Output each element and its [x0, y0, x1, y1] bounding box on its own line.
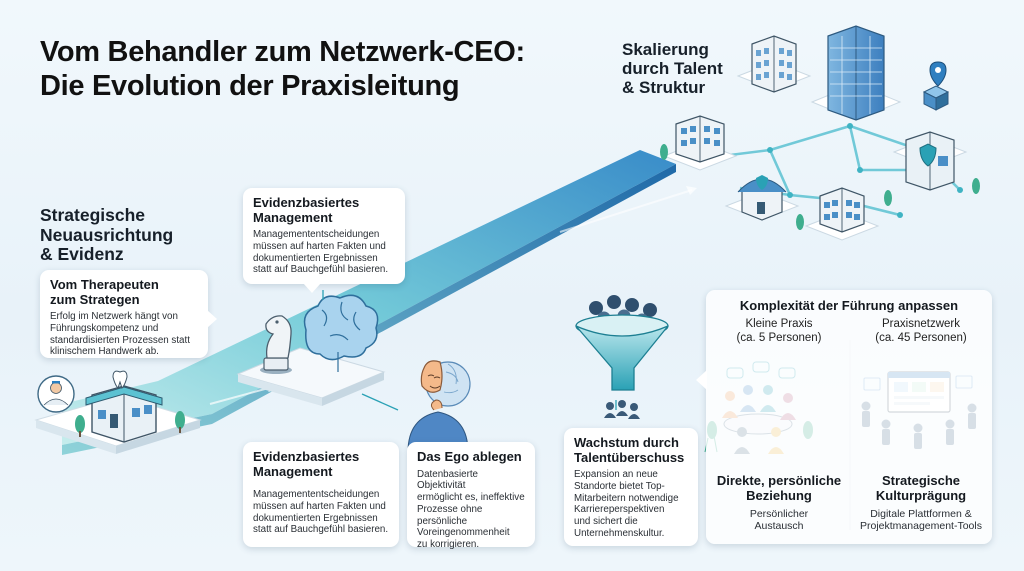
chess-knight-icon — [260, 315, 292, 374]
card-title-line: zum Strategen — [50, 291, 140, 307]
office-tower-icon — [827, 25, 885, 121]
small-practice-column: Kleine Praxis (ca. 5 Personen) — [712, 318, 846, 346]
card-body-line: zu korrigieren. — [417, 539, 480, 551]
evidence-card-bottom: Evidenzbasiertes Management Managementen… — [243, 442, 399, 547]
card-body-line: Prozesse ohne — [417, 503, 483, 515]
column-desc-line: Austausch — [754, 520, 804, 533]
tree-icon — [75, 411, 185, 437]
scaling-heading: Skalierung durch Talent & Struktur — [622, 40, 723, 97]
tree-icon — [660, 144, 980, 230]
column-desc-line: Digitale Plattformen & — [870, 507, 972, 520]
card-title: Evidenzbasiertes Management — [253, 449, 389, 479]
network-footer: Strategische Kulturprägung Digitale Plat… — [848, 473, 994, 533]
card-title-line: Evidenzbasiertes — [253, 195, 360, 210]
office-building-icon — [751, 35, 797, 93]
scaling-heading-line: & Struktur — [622, 78, 706, 98]
network-count: (ca. 45 Personen) — [875, 331, 967, 344]
column-desc-line: Persönlicher — [749, 507, 809, 520]
complexity-card — [696, 290, 992, 544]
card-title-line: Wachstum durch — [574, 435, 679, 450]
connector-lines — [322, 290, 617, 411]
ego-card: Das Ego ablegen Datenbasierte Objektivit… — [407, 442, 535, 550]
column-heading-line: Kulturprägung — [875, 487, 967, 503]
card-body: Expansion an neue Standorte bietet Top- … — [574, 469, 688, 540]
clinic-building-icon — [85, 370, 163, 443]
card-body-line: Unternehmenskultur. — [574, 527, 665, 539]
strategic-heading-line: Neuausrichtung — [40, 224, 174, 245]
card-body: Datenbasierte Objektivität ermöglicht es… — [417, 469, 525, 551]
card-body-line: müssen auf harten Fakten und — [253, 240, 386, 252]
column-heading-line: Strategische — [881, 473, 961, 488]
thinking-person-mask-icon — [407, 360, 471, 453]
column-heading-line: Beziehung — [746, 487, 812, 503]
column-desc-line: Projektmanagement-Tools — [860, 520, 982, 533]
card-title-line: Talentüberschuss — [574, 449, 685, 465]
card-body: Managemententscheidungen müssen auf hart… — [253, 229, 395, 276]
card-body-line: Mitarbeitern notwendige — [574, 492, 679, 504]
card-title: Evidenzbasiertes Management — [253, 195, 395, 225]
card-title-line: Management — [253, 463, 333, 479]
strategic-heading-line: & Evidenz — [40, 244, 124, 265]
card-body-line: Standorte bietet Top- — [574, 480, 665, 492]
card-body-line: Voreingenommenheit — [417, 527, 510, 539]
card-title: Das Ego ablegen — [417, 449, 522, 464]
card-body-line: Managemententscheidungen — [253, 489, 380, 501]
small-practice-footer: Direkte, persönliche Beziehung Persönlic… — [712, 473, 846, 533]
card-title: Vom Therapeuten zum Strategen — [50, 277, 198, 307]
card-body-line: klinischem Handwerk ab. — [50, 346, 159, 358]
page-title-line: Vom Behandler zum Netzwerk-CEO: — [40, 36, 525, 68]
card-body: Erfolg im Netzwerk hängt von Führungskom… — [50, 311, 198, 358]
small-practice-label: Kleine Praxis — [745, 318, 813, 330]
growth-card: Wachstum durch Talentüberschuss Expansio… — [564, 428, 698, 546]
card-body-line: statt auf Bauchgefühl basieren. — [253, 524, 389, 536]
dentist-avatar-icon — [37, 375, 75, 413]
card-body-line: Führungskompetenz und — [50, 322, 159, 334]
card-body-line: dokumentierten Ergebnissen — [253, 252, 378, 264]
card-title-line: Vom Therapeuten — [50, 277, 159, 292]
card-body-line: standardisierten Prozessen statt — [50, 334, 190, 346]
column-heading-line: Direkte, persönliche — [716, 473, 842, 488]
shield-icon — [905, 131, 955, 191]
card-body-line: Expansion an neue — [574, 469, 658, 481]
card-title-line: Management — [253, 209, 333, 225]
card-body-line: Datenbasierte Objektivität — [417, 468, 478, 492]
network-label: Praxisnetzwerk — [882, 318, 960, 330]
card-body-line: statt auf Bauchgefühl basieren. — [253, 264, 389, 276]
card-body-line: Managemententscheidungen — [253, 229, 380, 241]
card-title-line: Evidenzbasiertes — [253, 449, 360, 464]
card-body-line: und sichert die — [574, 516, 638, 528]
evidence-card-top: Evidenzbasiertes Management Managementen… — [243, 188, 405, 293]
card-body-line: persönliche — [417, 515, 468, 527]
page-title-line: Die Evolution der Praxisleitung — [40, 69, 460, 102]
location-pin-icon — [922, 61, 950, 111]
therapist-card: Vom Therapeuten zum Strategen Erfolg im … — [40, 270, 217, 358]
office-building-icon — [675, 115, 725, 163]
scaling-heading-line: Skalierung — [622, 40, 709, 59]
house-icon — [737, 175, 787, 221]
page-title: Vom Behandler zum Netzwerk-CEO: Die Evol… — [40, 36, 600, 104]
card-body-line: Erfolg im Netzwerk hängt von — [50, 311, 178, 323]
talent-funnel-icon — [575, 295, 669, 419]
strategic-heading-line: Strategische — [40, 205, 146, 225]
card-body-line: dokumentierten Ergebnissen — [253, 512, 378, 524]
card-body-line: müssen auf harten Fakten und — [253, 500, 386, 512]
network-column: Praxisnetzwerk (ca. 45 Personen) — [854, 318, 988, 346]
card-title: Wachstum durch Talentüberschuss — [574, 435, 688, 465]
office-building-icon — [819, 187, 865, 233]
scaling-heading-line: durch Talent — [622, 59, 723, 79]
card-body: Managemententscheidungen müssen auf hart… — [253, 489, 389, 536]
card-body-line: Karriereperspektiven — [574, 504, 665, 516]
small-practice-count: (ca. 5 Personen) — [736, 331, 822, 344]
strategic-heading: Strategische Neuausrichtung & Evidenz — [40, 205, 174, 265]
complexity-title: Komplexität der Führung anpassen — [739, 298, 959, 313]
card-body-line: ermöglicht es, ineffektive — [417, 492, 525, 504]
